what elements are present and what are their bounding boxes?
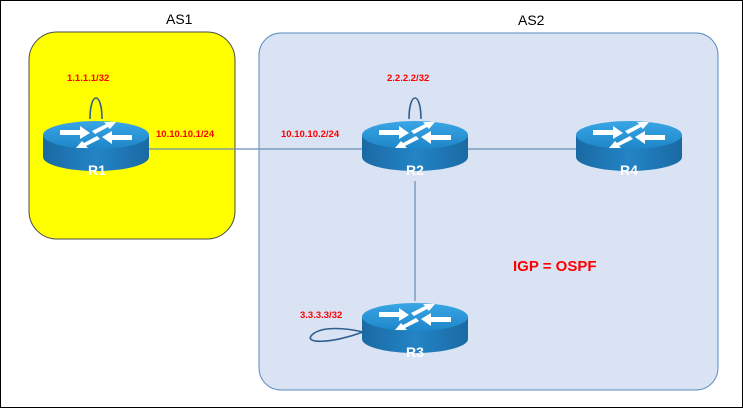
r2-interface-label: 10.10.10.2/24 xyxy=(281,129,340,140)
router-r4-label: R4 xyxy=(620,162,638,178)
r1-loopback-label: 1.1.1.1/32 xyxy=(67,73,109,84)
router-r3-label: R3 xyxy=(406,344,424,360)
r3-loopback-loop xyxy=(309,327,364,343)
router-r2[interactable]: R2 xyxy=(362,121,468,178)
router-r1-label: R1 xyxy=(88,162,106,178)
as1-title: AS1 xyxy=(166,11,193,27)
r2-loopback-label: 2.2.2.2/32 xyxy=(387,73,429,84)
r3-loopback-label: 3.3.3.3/32 xyxy=(300,310,342,321)
r1-interface-label: 10.10.10.1/24 xyxy=(156,129,215,140)
router-r4[interactable]: R4 xyxy=(576,121,682,178)
igp-label: IGP = OSPF xyxy=(513,258,597,275)
router-r1[interactable]: R1 xyxy=(43,121,149,178)
router-r2-label: R2 xyxy=(406,162,424,178)
r1-loopback-loop xyxy=(89,97,103,120)
router-r3[interactable]: R3 xyxy=(362,303,468,360)
as2-title: AS2 xyxy=(518,12,545,28)
r2-loopback-loop xyxy=(408,97,422,120)
as2-region xyxy=(258,32,719,391)
